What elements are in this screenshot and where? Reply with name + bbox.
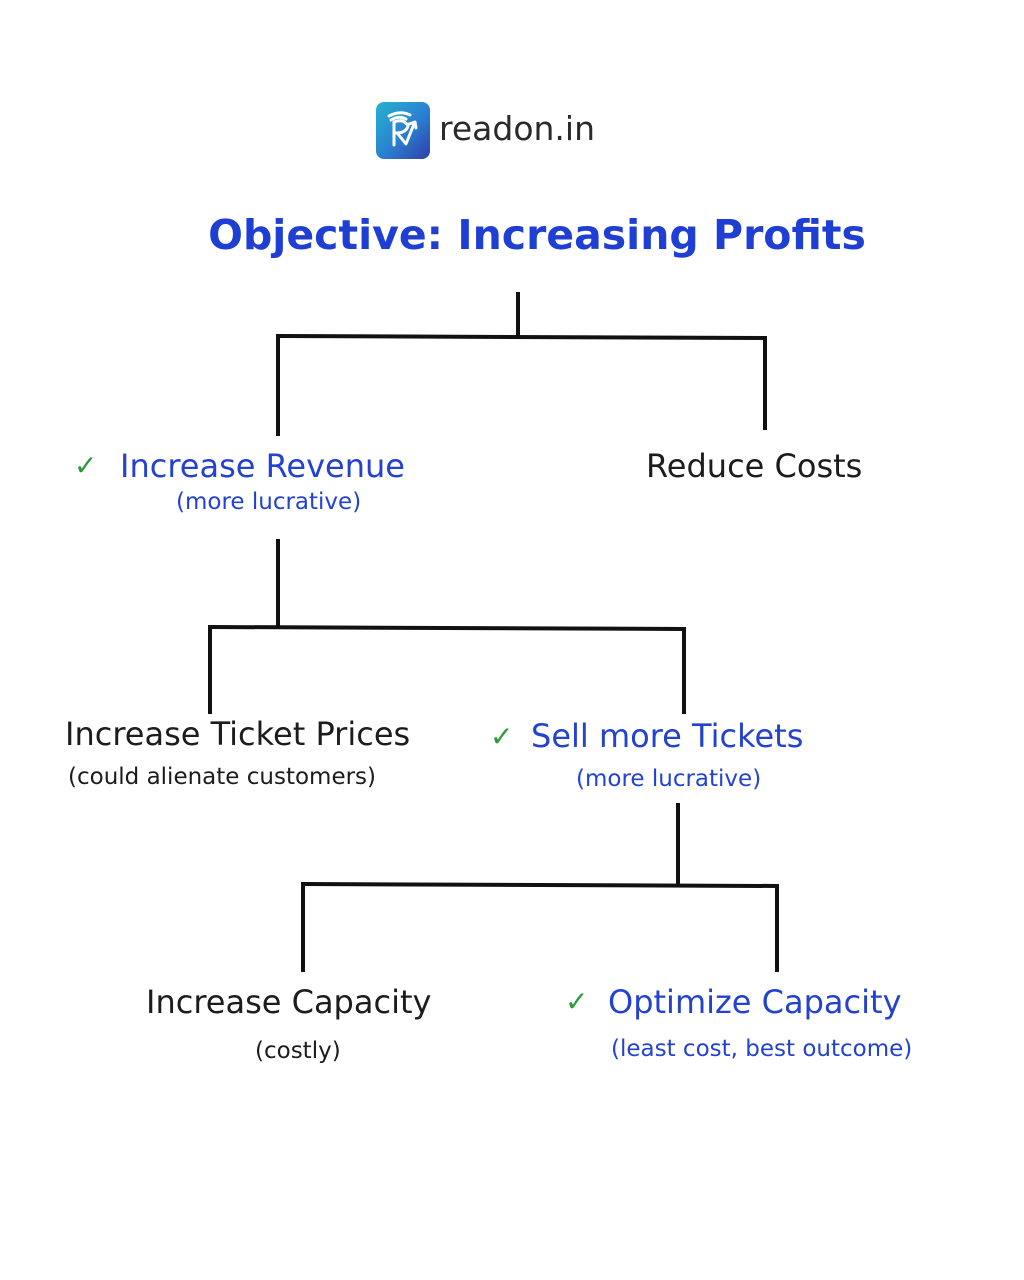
- node-increase-revenue-label: Increase Revenue: [120, 447, 405, 485]
- node-optimize-capacity-label: Optimize Capacity: [608, 983, 902, 1021]
- connector-revenue-bar: [207, 624, 687, 632]
- node-reduce-costs-label: Reduce Costs: [646, 447, 863, 485]
- brand-name: readon.in: [439, 109, 595, 148]
- check-icon: ✓: [565, 985, 589, 1018]
- check-icon: ✓: [74, 449, 98, 482]
- node-increase-ticket-prices-note: (could alienate customers): [68, 764, 377, 790]
- node-increase-capacity-label: Increase Capacity: [146, 983, 432, 1021]
- check-icon: ✓: [490, 720, 514, 753]
- connector-sell-bar: [300, 881, 780, 889]
- diagram-title: Objective: Increasing Profits: [208, 211, 866, 259]
- readon-logo-icon: [376, 102, 430, 159]
- node-increase-capacity-note: (costly): [255, 1038, 341, 1064]
- connector-root-bar: [275, 333, 768, 341]
- node-sell-more-tickets-note: (more lucrative): [576, 766, 762, 792]
- node-increase-ticket-prices-label: Increase Ticket Prices: [65, 715, 411, 753]
- node-optimize-capacity-note: (least cost, best outcome): [611, 1036, 913, 1062]
- node-increase-revenue-note: (more lucrative): [176, 489, 362, 515]
- node-sell-more-tickets-label: Sell more Tickets: [531, 717, 804, 755]
